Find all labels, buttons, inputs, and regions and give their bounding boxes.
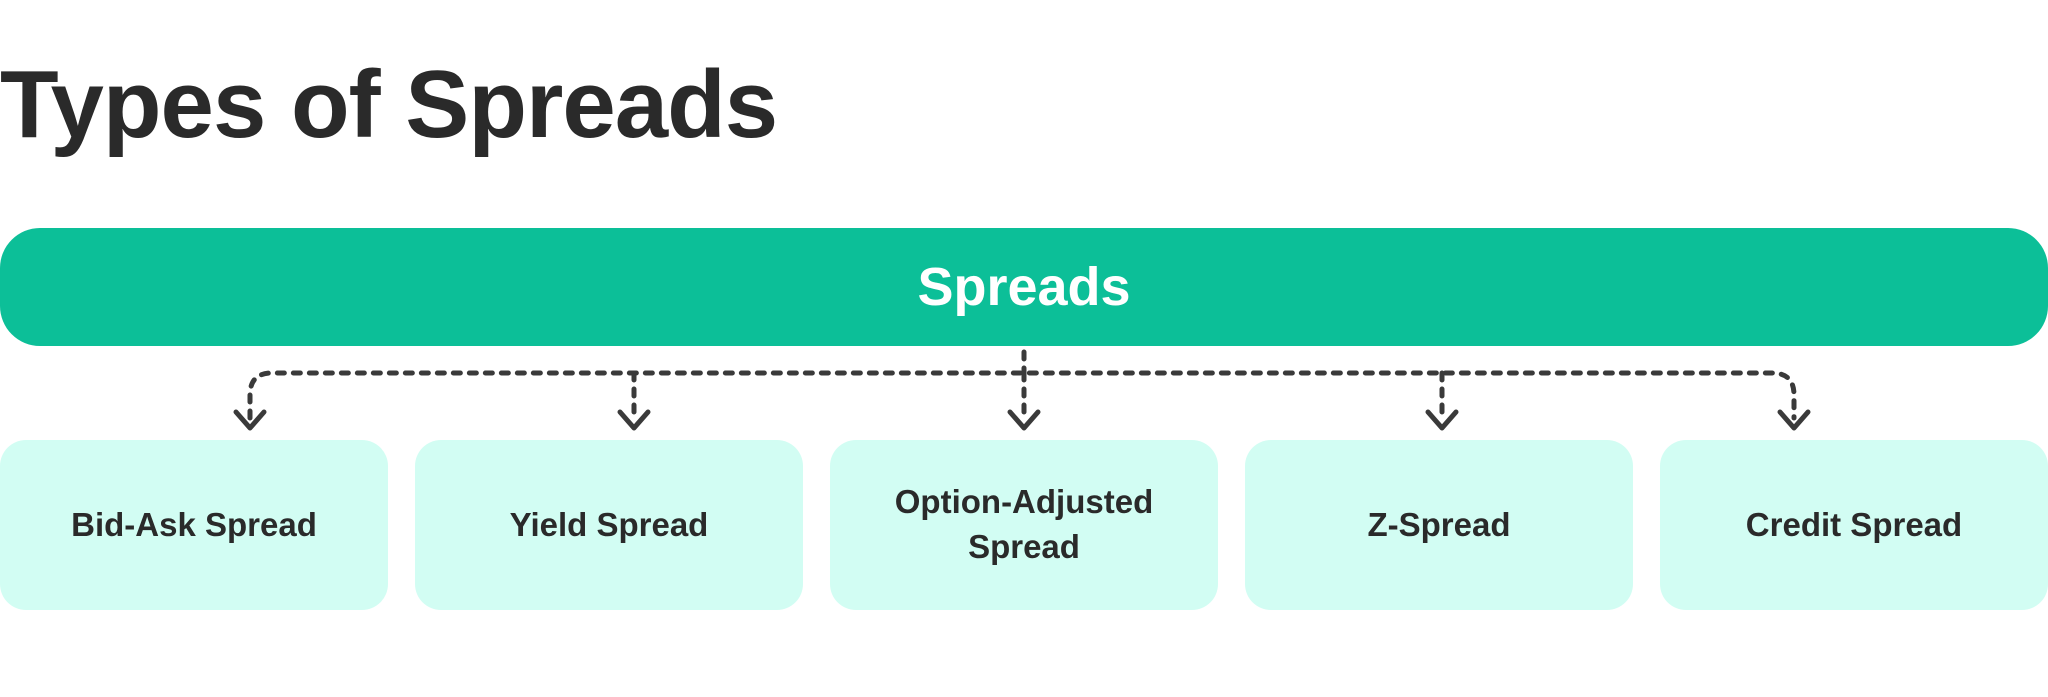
child-node-credit-spread: Credit Spread bbox=[1660, 440, 2048, 610]
arrow-down-icon bbox=[1777, 409, 1811, 431]
child-node-label: Option-Adjusted Spread bbox=[894, 483, 1154, 565]
arrow-down-icon bbox=[233, 409, 267, 431]
child-node-option-adjusted-spread: Option-Adjusted Spread bbox=[830, 440, 1218, 610]
child-node-z-spread: Z-Spread bbox=[1245, 440, 1633, 610]
arrow-down-icon bbox=[617, 409, 651, 431]
child-node-bid-ask-spread: Bid-Ask Spread bbox=[0, 440, 388, 610]
child-node-label: Z-Spread bbox=[1367, 505, 1511, 543]
arrow-down-icon bbox=[1007, 409, 1041, 431]
child-node-label: Yield Spread bbox=[509, 505, 709, 543]
child-node-label: Credit Spread bbox=[1745, 505, 1963, 543]
connector-lines bbox=[233, 349, 1811, 431]
root-node-label: Spreads bbox=[917, 257, 1131, 317]
child-node-label: Bid-Ask Spread bbox=[71, 505, 317, 543]
page-title: Types of Spreads bbox=[0, 51, 778, 158]
root-node-spreads: Spreads bbox=[0, 228, 2048, 346]
arrow-down-icon bbox=[1425, 409, 1459, 431]
child-node-yield-spread: Yield Spread bbox=[415, 440, 803, 610]
